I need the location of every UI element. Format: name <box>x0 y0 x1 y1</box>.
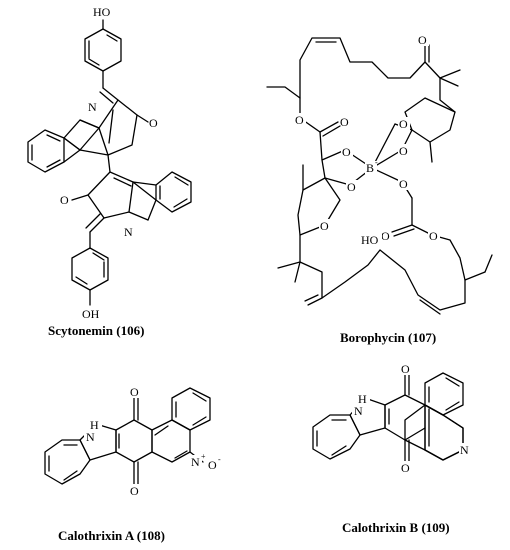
scytonemin-o-left: O <box>60 193 69 207</box>
scytonemin-caption: Scytonemin (106) <box>48 323 145 338</box>
borophycin-o-carbonyl1: O <box>340 115 349 129</box>
borophycin-o-ring2: O <box>320 219 329 233</box>
calothrixin-a-n: N <box>86 430 95 444</box>
calothrixin-b-n: N <box>354 404 363 418</box>
upper-core <box>27 99 149 173</box>
calothrixin-a-minus: - <box>218 455 221 464</box>
top-phenol-ring <box>84 19 122 72</box>
borophycin-o-ketone: O <box>418 33 427 47</box>
calothrixin-b-o-bottom: O <box>401 461 410 475</box>
scytonemin-o-right: O <box>149 116 158 130</box>
scytonemin-n: N <box>88 100 97 114</box>
borophycin-o-ester2: O <box>429 229 438 243</box>
lower-core <box>71 171 192 221</box>
calothrixin-a-plus: + <box>201 452 206 461</box>
scytonemin-oh-bottom: OH <box>82 307 100 321</box>
borophycin-o-b2: O <box>347 180 356 194</box>
calothrixin-b-n-ring: N <box>460 443 469 457</box>
bottom-phenol-ring <box>71 247 109 306</box>
calothrixin-a-h: H <box>90 418 99 432</box>
borophycin-o-b3: O <box>399 144 408 158</box>
borophycin-structure: O O O O O O B - O O O O O HO <box>266 33 493 315</box>
borophycin-o-ester1: O <box>295 113 304 127</box>
calothrixin-a-o-top: O <box>130 385 139 399</box>
calothrixin-a-n-plus: N <box>191 455 200 469</box>
calothrixin-a-o-bottom: O <box>130 484 139 498</box>
scytonemin-structure: HO N O O N OH <box>27 5 192 321</box>
calothrixin-a-caption: Calothrixin A (108) <box>58 528 165 543</box>
scytonemin-oh-top: HO <box>93 5 111 19</box>
calothrixin-a-structure: O H N N + O - O <box>44 385 221 498</box>
calothrixin-b-caption: Calothrixin B (109) <box>342 520 450 535</box>
calothrixin-b-h: H <box>358 392 367 406</box>
calothrixin-b-o-top: O <box>401 362 410 376</box>
borophycin-boron-charge: - <box>375 158 378 167</box>
borophycin-caption: Borophycin (107) <box>340 330 437 345</box>
borophycin-ho: HO <box>361 233 379 247</box>
borophycin-o-ring1: O <box>399 117 408 131</box>
borophycin-o-b4: O <box>399 177 408 191</box>
borophycin-o-b1: O <box>342 145 351 159</box>
borophycin-o-carbonyl2: O <box>381 229 390 243</box>
borophycin-boron: B <box>366 161 374 175</box>
scytonemin-n2: N <box>124 225 133 239</box>
calothrixin-a-o-minus: O <box>208 458 217 472</box>
calothrixin-b-structure: O H N N O <box>312 362 471 475</box>
